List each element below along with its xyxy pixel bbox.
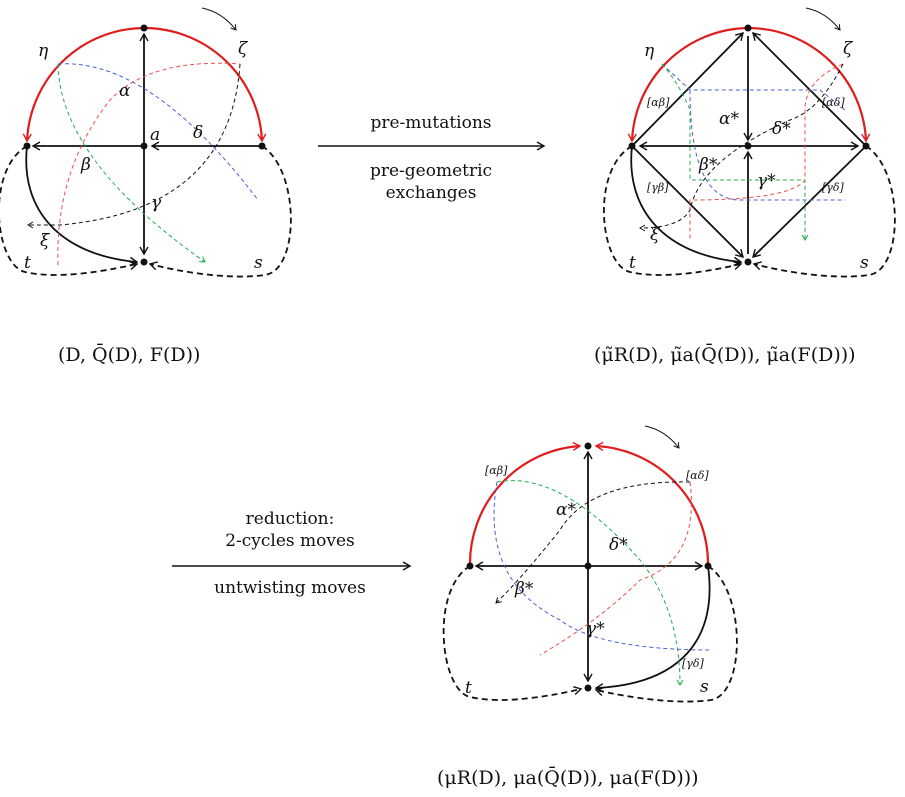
label-eta-2: η: [644, 41, 655, 61]
label-t: t: [24, 253, 31, 273]
arrow2-top-2: 2-cycles moves: [225, 531, 355, 551]
diagram-1: η ζ α a β γ δ ξ t s (D, Q̄(D), F(D)): [0, 7, 292, 366]
label-gamma-star-2: γ*: [757, 171, 776, 191]
arrow1-bottom-1: pre-geometric: [370, 161, 492, 181]
label-zeta: ζ: [238, 39, 249, 59]
diagram-3: [αβ] [αδ] α* δ* β* γ* [γδ] t s (μR(D), μ…: [437, 425, 738, 789]
caption-1: (D, Q̄(D), F(D)): [58, 343, 200, 366]
label-delta-star-2: δ*: [772, 119, 791, 139]
caption-3: (μR(D), μa(Q̄(D)), μa(F(D))): [437, 766, 699, 789]
label-alpha: α: [119, 81, 131, 101]
label-ad-2: [αδ]: [822, 96, 845, 109]
label-s-2: s: [860, 253, 869, 273]
arc-left: [22, 26, 145, 143]
label-eta: η: [38, 41, 49, 61]
arrow2-bottom: untwisting moves: [214, 578, 366, 598]
label-gamma: γ: [151, 193, 162, 213]
arrow1-top: pre-mutations: [370, 113, 491, 133]
arrow2-top-1: reduction:: [246, 509, 335, 529]
diagram-2: η ζ α* δ* β* γ* [αβ] [αδ] [γβ] [γδ] ξ t …: [594, 7, 896, 366]
label-alpha-star-3: α*: [556, 500, 576, 520]
label-xi-2: ξ: [650, 225, 661, 245]
label-ab-3: [αβ]: [485, 464, 508, 477]
caption-2: (μ̃R(D), μ̃a(Q̄(D)), μ̃a(F(D))): [594, 343, 856, 366]
arrow1-bottom-2: exchanges: [386, 183, 477, 203]
label-t-2: t: [629, 253, 636, 273]
label-gd-2: [γδ]: [822, 181, 844, 194]
label-s-3: s: [700, 677, 709, 697]
label-a: a: [150, 125, 160, 145]
label-xi: ξ: [40, 231, 51, 251]
label-ab-2: [αβ]: [647, 96, 670, 109]
label-t-3: t: [465, 678, 472, 698]
label-beta-star-2: β*: [698, 155, 718, 175]
label-ad-3: [αδ]: [686, 469, 709, 482]
label-delta-star-3: δ*: [609, 535, 628, 555]
label-zeta-2: ζ: [843, 39, 854, 59]
orientation-arrow: [201, 7, 237, 31]
transition-arrow-2: reduction: 2-cycles moves untwisting mov…: [172, 509, 412, 598]
label-alpha-star-2: α*: [719, 109, 739, 129]
label-gb-2: [γβ]: [647, 181, 669, 194]
label-gamma-star-3: γ*: [586, 619, 605, 639]
label-gd-3: [γδ]: [682, 657, 704, 670]
label-delta: δ: [193, 123, 203, 143]
arc-right: [143, 26, 267, 143]
label-beta-star-3: β*: [514, 579, 534, 599]
transition-arrow-1: pre-mutations pre-geometric exchanges: [318, 113, 546, 203]
label-beta: β: [80, 155, 91, 175]
label-s: s: [254, 253, 263, 273]
